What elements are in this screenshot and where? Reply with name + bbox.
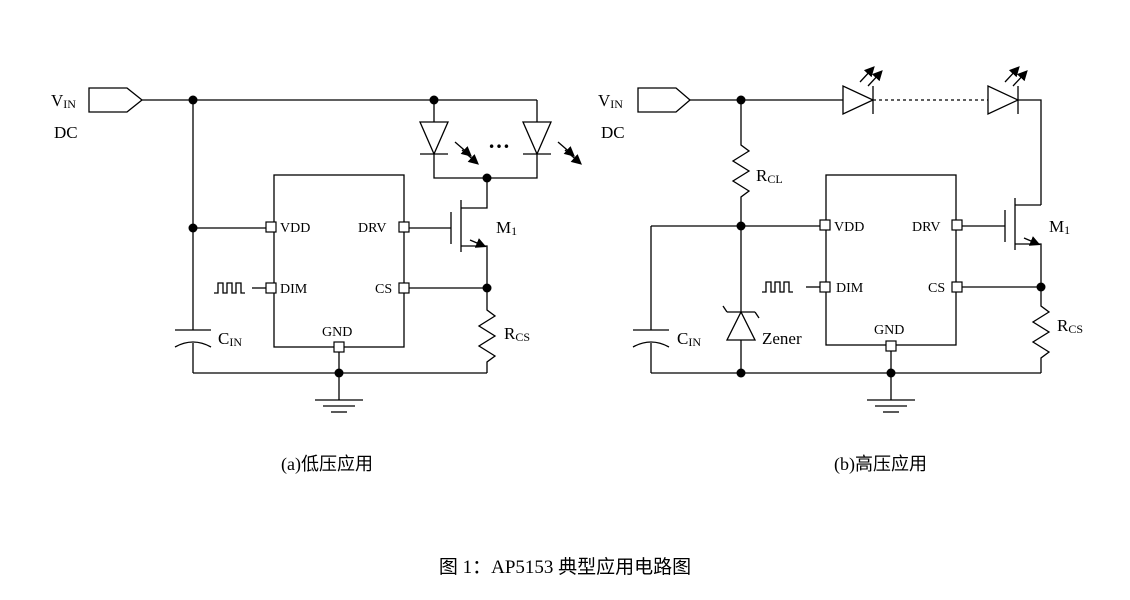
pin-cs-label-a: CS (375, 282, 392, 297)
cin-capacitor-b (632, 329, 670, 373)
pin-cs-b (951, 281, 963, 293)
pin-gnd-a (333, 341, 345, 353)
circuit-a: VIN DC CIN VDD DIM DRV CS GND (51, 87, 582, 475)
rcs-resistor-b (1031, 287, 1051, 373)
junction-b4 (736, 368, 746, 378)
pin-dim-b (819, 281, 831, 293)
led-icon-b1 (842, 66, 883, 116)
rcs-resistor-a (477, 288, 497, 373)
pin-cs-a (398, 282, 410, 294)
pin-vdd-label-a: VDD (280, 221, 310, 236)
pin-gnd-label-b: GND (874, 323, 904, 338)
vin-label-a: VIN (51, 91, 76, 111)
rcl-resistor-b (731, 100, 751, 226)
cin-label-b: CIN (677, 329, 701, 349)
m1-label-b: M1 (1049, 217, 1070, 237)
zener-diode-icon-b (722, 305, 760, 341)
ic-box-b (825, 174, 957, 346)
mosfet-icon-b (962, 198, 1042, 287)
rcs-label-b: RCS (1057, 316, 1083, 336)
pin-drv-label-a: DRV (358, 221, 386, 236)
pin-cs-label-b: CS (928, 281, 945, 296)
vin-label-b: VIN (598, 91, 623, 111)
pwm-signal-icon-b (762, 281, 793, 293)
vin-connector-b (637, 87, 691, 113)
ic-box-a (273, 174, 405, 348)
circuit-b: VIN DC RCL CIN (598, 66, 1083, 475)
ground-icon-a (315, 373, 363, 413)
caption-b: (b)高压应用 (834, 454, 927, 475)
ground-icon-b (867, 373, 915, 413)
mosfet-icon-a (409, 178, 488, 287)
pwm-signal-icon-a (214, 282, 245, 294)
dc-label-a: DC (54, 123, 78, 142)
led-icon-b2 (987, 66, 1028, 116)
led-ellipsis-a: … (488, 128, 510, 153)
dc-label-b: DC (601, 123, 625, 142)
m1-label-a: M1 (496, 218, 517, 238)
cin-capacitor-a (174, 329, 212, 373)
pin-dim-label-b: DIM (836, 281, 864, 296)
figure-caption: 图 1：AP5153 典型应用电路图 (439, 556, 691, 578)
cin-label-a: CIN (218, 329, 242, 349)
rcl-label-b: RCL (756, 166, 783, 186)
pin-dim-label-a: DIM (280, 282, 308, 297)
vin-connector-a (88, 87, 144, 113)
led-icon-a1 (419, 121, 479, 165)
pin-gnd-b (885, 340, 897, 352)
rcs-label-a: RCS (504, 324, 530, 344)
pin-vdd-a (265, 221, 277, 233)
pin-vdd-label-b: VDD (834, 220, 864, 235)
pin-drv-b (951, 219, 963, 231)
caption-a: (a)低压应用 (281, 454, 373, 475)
pin-drv-a (398, 221, 410, 233)
zener-label-b: Zener (762, 329, 802, 348)
pin-gnd-label-a: GND (322, 325, 352, 340)
pin-drv-label-b: DRV (912, 220, 940, 235)
led-icon-a2 (522, 121, 582, 165)
pin-vdd-b (819, 219, 831, 231)
pin-dim-a (265, 282, 277, 294)
